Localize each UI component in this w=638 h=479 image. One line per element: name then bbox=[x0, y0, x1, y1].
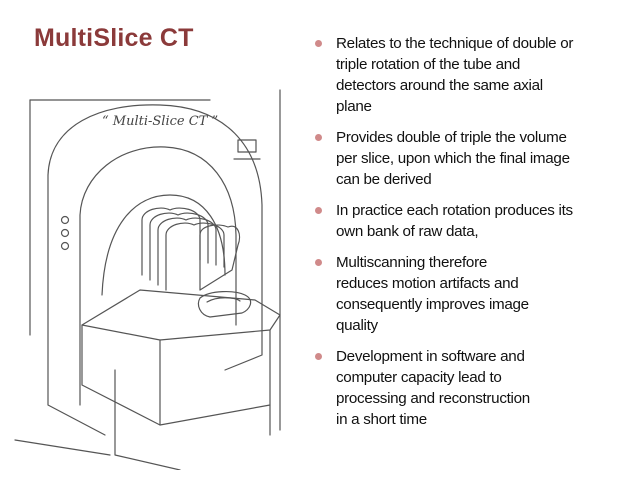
bullet-dot-icon bbox=[315, 134, 322, 141]
illustration-caption: “ Multi-Slice CT ” bbox=[102, 114, 218, 129]
bullet-line: plane bbox=[336, 98, 372, 115]
bullet-line: Provides double of triple the volume bbox=[336, 129, 567, 146]
bullet-line: processing and reconstruction bbox=[336, 390, 530, 407]
bullet-item: Provides double of triple the volume per… bbox=[314, 127, 614, 190]
bullet-item: In practice each rotation produces its o… bbox=[314, 200, 614, 242]
bullet-dot-icon bbox=[315, 353, 322, 360]
bullet-line: Relates to the technique of double or bbox=[336, 35, 574, 52]
ct-scanner-illustration: “ Multi-Slice CT ” bbox=[14, 89, 281, 470]
bullet-dot-icon bbox=[315, 207, 322, 214]
bullet-line: in a short time bbox=[336, 411, 427, 428]
bullet-item: Multiscanning therefore reduces motion a… bbox=[314, 252, 614, 336]
bullet-line: per slice, upon which the final image bbox=[336, 150, 570, 167]
bullet-line: consequently improves image bbox=[336, 296, 529, 313]
bullet-line: Development in software and bbox=[336, 348, 525, 365]
slide-title: MultiSlice CT bbox=[34, 24, 194, 52]
bullet-line: In practice each rotation produces its bbox=[336, 202, 573, 219]
bullet-dot-icon bbox=[315, 40, 322, 47]
bullet-line: computer capacity lead to bbox=[336, 369, 502, 386]
bullet-line: own bank of raw data, bbox=[336, 223, 479, 240]
bullet-dot-icon bbox=[315, 259, 322, 266]
bullet-list: Relates to the technique of double or tr… bbox=[314, 33, 614, 440]
bullet-item: Relates to the technique of double or tr… bbox=[314, 33, 614, 117]
bullet-line: can be derived bbox=[336, 171, 432, 188]
bullet-line: reduces motion artifacts and bbox=[336, 275, 519, 292]
bullet-line: Multiscanning therefore bbox=[336, 254, 487, 271]
bullet-line: triple rotation of the tube and bbox=[336, 56, 521, 73]
bullet-line: detectors around the same axial bbox=[336, 77, 543, 94]
bullet-item: Development in software and computer cap… bbox=[314, 346, 614, 430]
bullet-line: quality bbox=[336, 317, 378, 334]
